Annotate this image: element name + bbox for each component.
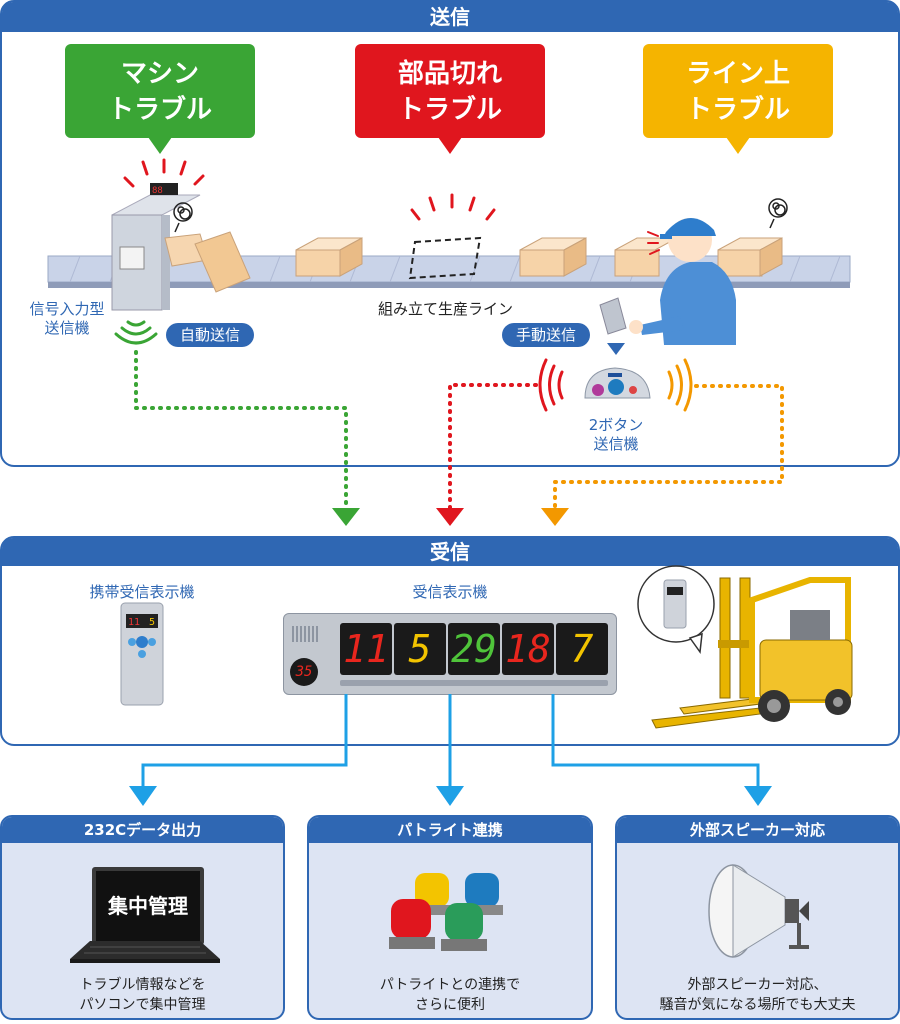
two-button-transmitter [584, 367, 651, 399]
two-button-label: 2ボタン 送信機 [580, 416, 652, 454]
output-232c-caption1: トラブル情報などを [79, 977, 206, 993]
portable-receiver-device: 11 5 [120, 602, 164, 706]
receiver-display-unit: 35 11 5 29 18 7 [283, 613, 617, 695]
assembly-line-illustration: 88 [47, 158, 851, 412]
output-speaker: 外部スピーカー対応 外部スピーカー対応、 騒音が気になる場所でも大丈夫 [615, 815, 900, 1020]
portable-receiver-label: 携帯受信表示機 [89, 583, 195, 601]
two-button-line2: 送信機 [593, 435, 639, 453]
speaker-grille [292, 626, 318, 642]
receiver-display-label: 受信表示機 [412, 583, 488, 601]
svg-text:88: 88 [152, 186, 163, 196]
parts-shortage-line2: トラブル [397, 95, 502, 125]
parts-shortage-line1: 部品切れ [397, 59, 502, 89]
forklift-illustration [637, 565, 853, 729]
laptop-screen: 集中管理 [92, 867, 204, 945]
output-232c-title: 232Cデータ出力 [2, 817, 283, 843]
machine-trouble-line1: マシン [120, 59, 199, 89]
signal-transmitter-line1: 信号入力型 [29, 300, 105, 318]
display-digit-4: 18 [502, 623, 554, 675]
output-speaker-title: 外部スピーカー対応 [617, 817, 898, 843]
receive-header: 受信 [2, 538, 898, 566]
output-patlite-title: パトライト連携 [309, 817, 591, 843]
signal-transmitter-label: 信号入力型 送信機 [24, 300, 110, 338]
output-connectors [129, 694, 772, 806]
output-patlite: パトライト連携 パトライトとの連携で さらに便利 [307, 815, 593, 1020]
svg-text:5: 5 [149, 617, 155, 628]
parts-shortage-bubble: 部品切れ トラブル [355, 44, 545, 154]
manual-send-badge: 手動送信 [502, 323, 591, 347]
display-digit-1: 11 [340, 623, 392, 675]
signal-transmitter-line2: 送信機 [44, 319, 90, 337]
display-digit-5: 7 [556, 623, 608, 675]
laptop-screen-text: 集中管理 [108, 894, 188, 918]
machine-gate: 88 [111, 183, 201, 311]
machine-trouble-line2: トラブル [107, 95, 212, 125]
display-bottom-strip [340, 680, 608, 686]
horn-speaker-icon [708, 864, 809, 958]
display-digit-3: 29 [448, 623, 500, 675]
output-speaker-caption2: 騒音が気になる場所でも大丈夫 [659, 997, 856, 1013]
line-trouble-line2: トラブル [685, 95, 790, 125]
laptop-keyboard [70, 941, 220, 963]
output-patlite-caption2: さらに便利 [415, 997, 485, 1013]
output-232c-caption: トラブル情報などを パソコンで集中管理 [2, 975, 283, 1015]
display-digit-2: 5 [394, 623, 446, 675]
patlite-lights [389, 873, 503, 951]
round-display: 35 [290, 658, 318, 686]
two-button-line1: 2ボタン [588, 416, 644, 434]
auto-send-badge: 自動送信 [166, 323, 255, 347]
line-trouble-line1: ライン上 [685, 59, 790, 89]
worker [629, 217, 736, 345]
line-trouble-bubble: ライン上 トラブル [643, 44, 833, 154]
svg-text:11: 11 [128, 617, 140, 628]
output-patlite-caption1: パトライトとの連携で [379, 977, 521, 993]
output-232c: 232Cデータ出力 集中管理 トラブル情報などを パソコンで集中管理 [0, 815, 285, 1020]
send-header: 送信 [2, 2, 898, 32]
output-speaker-caption: 外部スピーカー対応、 騒音が気になる場所でも大丈夫 [617, 975, 898, 1015]
assembly-line-label: 組み立て生産ライン [378, 300, 514, 318]
output-patlite-caption: パトライトとの連携で さらに便利 [309, 975, 591, 1015]
output-232c-caption2: パソコンで集中管理 [79, 997, 206, 1013]
machine-trouble-bubble: マシン トラブル [65, 44, 255, 154]
signal-paths [134, 350, 784, 526]
output-speaker-caption1: 外部スピーカー対応、 [687, 977, 828, 993]
